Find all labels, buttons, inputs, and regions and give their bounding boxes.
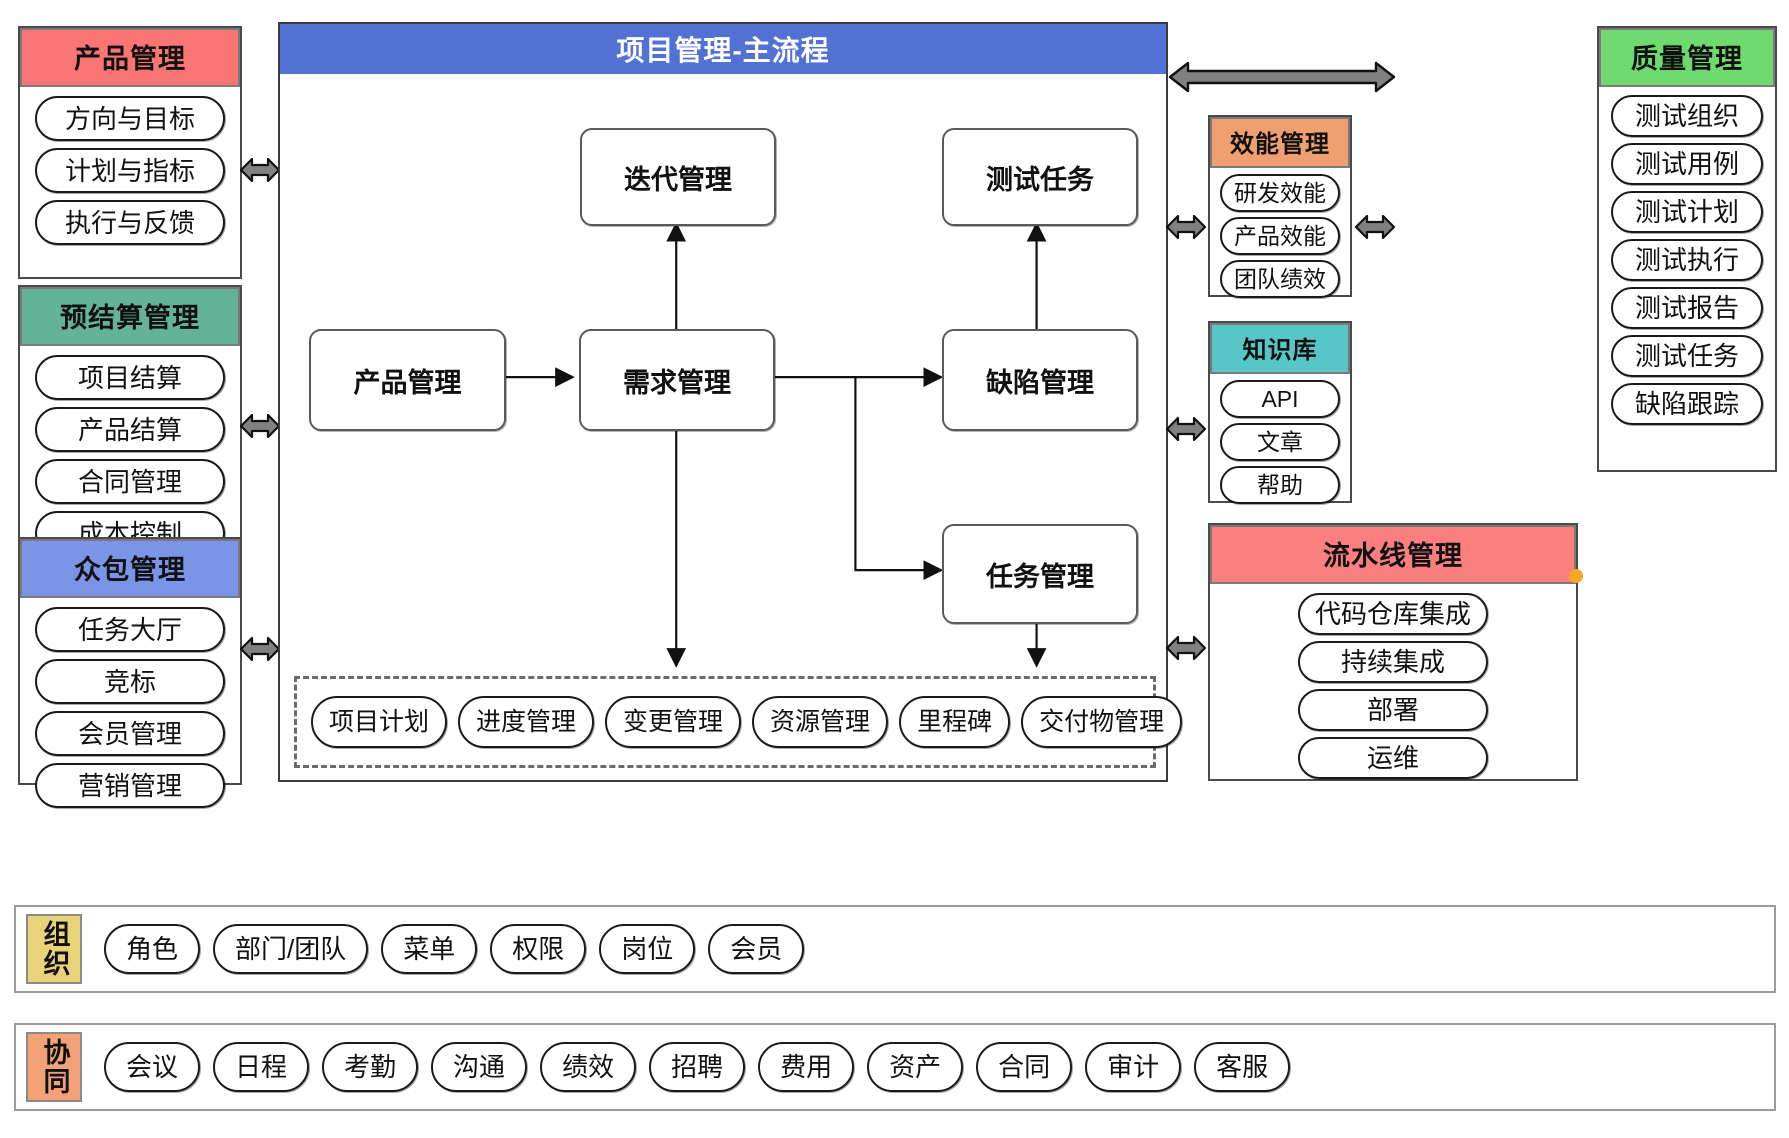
panel-product-management[interactable]: 产品管理 方向与目标 计划与指标 执行与反馈: [18, 26, 242, 279]
project-plan-group: 项目计划 进度管理 变更管理 资源管理 里程碑 交付物管理: [294, 676, 1183, 768]
collab-item-expense[interactable]: 费用: [758, 1042, 855, 1092]
item-product-settlement[interactable]: 产品结算: [35, 407, 225, 452]
bottom-bar-collaboration-items: 会议 日程 考勤 沟通 绩效 招聘 费用 资产 合同 审计 客服: [82, 1025, 1291, 1109]
status-dot-icon: [1569, 569, 1583, 583]
panel-knowledge-header: 知识库: [1210, 323, 1350, 374]
item-test-case[interactable]: 测试用例: [1611, 143, 1763, 185]
item-bidding[interactable]: 竞标: [35, 659, 225, 704]
node-task-management[interactable]: 任务管理: [942, 524, 1138, 624]
collab-item-performance[interactable]: 绩效: [540, 1042, 637, 1092]
panel-efficiency-header: 效能管理: [1210, 117, 1350, 168]
item-plan-metrics[interactable]: 计划与指标: [35, 148, 225, 193]
collab-item-contract[interactable]: 合同: [976, 1042, 1073, 1092]
collab-item-attendance[interactable]: 考勤: [322, 1042, 419, 1092]
panel-quality-items: 测试组织 测试用例 测试计划 测试执行 测试报告 测试任务 缺陷跟踪: [1599, 87, 1775, 433]
item-article[interactable]: 文章: [1219, 423, 1341, 461]
panel-budget-header: 预结算管理: [20, 287, 240, 346]
bottom-bar-organization[interactable]: 组织 角色 部门/团队 菜单 权限 岗位 会员: [14, 905, 1776, 993]
panel-product-management-header: 产品管理: [20, 28, 240, 87]
panel-budget-items: 项目结算 产品结算 合同管理 成本控制: [20, 346, 240, 566]
double-arrow-budget-icon: [239, 413, 281, 439]
item-test-execution[interactable]: 测试执行: [1611, 239, 1763, 281]
org-item-position[interactable]: 岗位: [599, 924, 696, 974]
item-marketing-mgmt[interactable]: 营销管理: [35, 763, 225, 808]
node-iteration-management[interactable]: 迭代管理: [580, 128, 776, 226]
panel-efficiency-items: 研发效能 产品效能 团队绩效: [1210, 168, 1350, 304]
double-arrow-main-efficiency-icon: [1165, 214, 1207, 240]
panel-pipeline-header: 流水线管理: [1210, 525, 1576, 584]
panel-product-management-items: 方向与目标 计划与指标 执行与反馈: [20, 87, 240, 255]
subitem-progress-mgmt[interactable]: 进度管理: [458, 696, 595, 748]
bottom-bar-collaboration-tag: 协同: [26, 1032, 82, 1102]
subitem-project-plan[interactable]: 项目计划: [311, 696, 448, 748]
double-arrow-efficiency-quality-icon: [1354, 214, 1396, 240]
item-direction-goal[interactable]: 方向与目标: [35, 96, 225, 141]
bottom-bar-collaboration-tag-label: 协同: [39, 1038, 70, 1096]
item-defect-tracking[interactable]: 缺陷跟踪: [1611, 383, 1763, 425]
double-arrow-main-pipeline-icon: [1165, 635, 1207, 661]
double-arrow-product-icon: [239, 157, 281, 183]
main-flow-container: 项目管理-主流程 迭代管理 测试任务 产品管理 需求: [278, 22, 1183, 782]
collab-item-audit[interactable]: 审计: [1085, 1042, 1182, 1092]
panel-crowdsourcing-header: 众包管理: [20, 539, 240, 598]
bottom-bar-collaboration[interactable]: 协同 会议 日程 考勤 沟通 绩效 招聘 费用 资产 合同 审计 客服: [14, 1023, 1776, 1111]
org-item-member[interactable]: 会员: [708, 924, 805, 974]
bottom-bar-organization-tag: 组织: [26, 914, 82, 984]
item-test-plan[interactable]: 测试计划: [1611, 191, 1763, 233]
collab-item-recruitment[interactable]: 招聘: [649, 1042, 746, 1092]
org-item-permission[interactable]: 权限: [490, 924, 587, 974]
item-task-hall[interactable]: 任务大厅: [35, 607, 225, 652]
subitem-deliverable-mgmt[interactable]: 交付物管理: [1021, 696, 1183, 748]
collab-item-customer-service[interactable]: 客服: [1194, 1042, 1291, 1092]
org-item-department[interactable]: 部门/团队: [213, 924, 369, 974]
item-deploy[interactable]: 部署: [1297, 689, 1489, 731]
item-code-repo-integration[interactable]: 代码仓库集成: [1297, 593, 1489, 635]
item-test-task[interactable]: 测试任务: [1611, 335, 1763, 377]
panel-quality-management[interactable]: 质量管理 测试组织 测试用例 测试计划 测试执行 测试报告 测试任务 缺陷跟踪: [1597, 26, 1777, 472]
item-member-mgmt[interactable]: 会员管理: [35, 711, 225, 756]
item-project-settlement[interactable]: 项目结算: [35, 355, 225, 400]
node-defect-management[interactable]: 缺陷管理: [942, 329, 1138, 431]
double-arrow-main-quality-icon: [1168, 61, 1396, 93]
node-test-task[interactable]: 测试任务: [942, 128, 1138, 226]
node-product-management[interactable]: 产品管理: [309, 329, 506, 431]
node-requirement-management[interactable]: 需求管理: [579, 329, 775, 431]
item-test-report[interactable]: 测试报告: [1611, 287, 1763, 329]
double-arrow-main-knowledge-icon: [1165, 416, 1207, 442]
collab-item-meeting[interactable]: 会议: [104, 1042, 201, 1092]
item-api[interactable]: API: [1219, 380, 1341, 418]
panel-pipeline-items: 代码仓库集成 持续集成 部署 运维: [1210, 584, 1576, 789]
bottom-bar-organization-items: 角色 部门/团队 菜单 权限 岗位 会员: [82, 907, 805, 991]
org-item-menu[interactable]: 菜单: [381, 924, 478, 974]
panel-crowdsourcing-items: 任务大厅 竞标 会员管理 营销管理: [20, 598, 240, 818]
subitem-change-mgmt[interactable]: 变更管理: [605, 696, 742, 748]
panel-knowledge-base[interactable]: 知识库 API 文章 帮助: [1208, 321, 1352, 504]
panel-knowledge-items: API 文章 帮助: [1210, 374, 1350, 510]
main-flow-title: 项目管理-主流程: [280, 24, 1166, 74]
double-arrow-crowdsourcing-icon: [239, 636, 281, 662]
collab-item-communication[interactable]: 沟通: [431, 1042, 528, 1092]
panel-quality-header: 质量管理: [1599, 28, 1775, 87]
panel-efficiency-management[interactable]: 效能管理 研发效能 产品效能 团队绩效: [1208, 115, 1352, 298]
item-rd-efficiency[interactable]: 研发效能: [1219, 174, 1341, 212]
panel-pipeline-management[interactable]: 流水线管理 代码仓库集成 持续集成 部署 运维: [1208, 523, 1583, 781]
org-item-role[interactable]: 角色: [104, 924, 201, 974]
item-test-organization[interactable]: 测试组织: [1611, 95, 1763, 137]
panel-crowdsourcing-management[interactable]: 众包管理 任务大厅 竞标 会员管理 营销管理: [18, 537, 242, 808]
collab-item-schedule[interactable]: 日程: [213, 1042, 310, 1092]
item-contract-mgmt[interactable]: 合同管理: [35, 459, 225, 504]
item-continuous-integration[interactable]: 持续集成: [1297, 641, 1489, 683]
subitem-milestone[interactable]: 里程碑: [899, 696, 1011, 748]
item-operations[interactable]: 运维: [1297, 737, 1489, 779]
item-product-efficiency[interactable]: 产品效能: [1219, 217, 1341, 255]
subitem-resource-mgmt[interactable]: 资源管理: [752, 696, 889, 748]
item-team-performance[interactable]: 团队绩效: [1219, 260, 1341, 298]
collab-item-asset[interactable]: 资产: [867, 1042, 964, 1092]
item-help[interactable]: 帮助: [1219, 466, 1341, 504]
bottom-bar-organization-tag-label: 组织: [39, 920, 70, 978]
item-exec-feedback[interactable]: 执行与反馈: [35, 200, 225, 245]
